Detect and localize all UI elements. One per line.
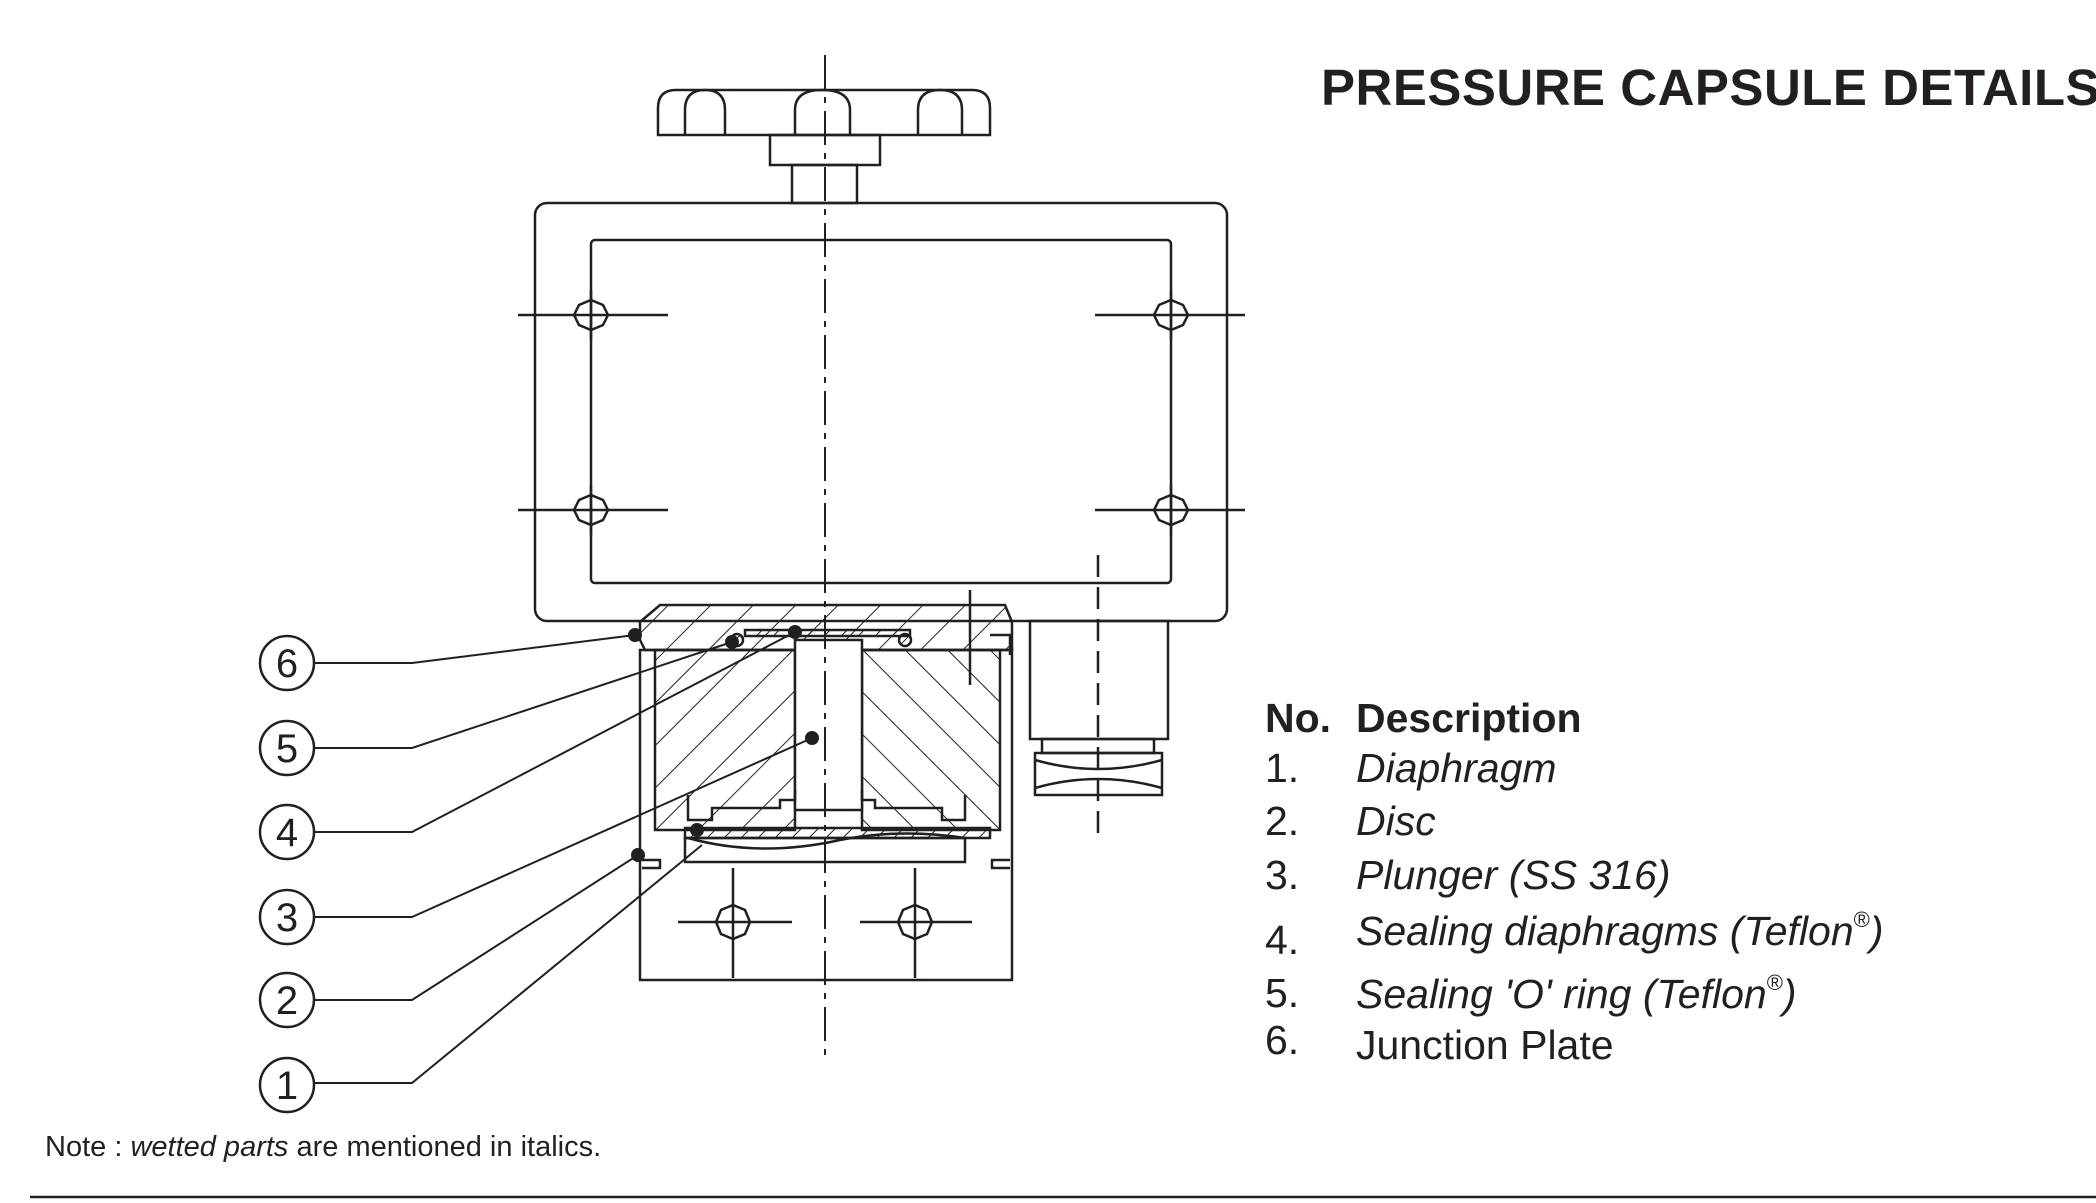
- part-description-close: ): [1782, 971, 1797, 1017]
- note-italic: wetted parts: [130, 1131, 289, 1163]
- callout-4: 4: [258, 803, 316, 861]
- note-suffix: are mentioned in italics.: [288, 1131, 602, 1163]
- knob: [656, 88, 992, 205]
- svg-text:6: 6: [276, 642, 298, 686]
- capsule-body: [638, 628, 1014, 982]
- svg-text:5: 5: [276, 727, 298, 771]
- part-description: Junction Plate: [1356, 1022, 1614, 1068]
- registered-mark: ®: [1853, 907, 1870, 932]
- registered-mark: ®: [1766, 970, 1783, 995]
- header-description: Description: [1356, 695, 1582, 741]
- svg-text:2: 2: [276, 979, 298, 1023]
- callout-1: 1: [258, 1056, 316, 1114]
- housing-screw: [518, 290, 668, 340]
- housing-screw: [518, 485, 668, 535]
- leader-dots: [628, 625, 819, 862]
- housing: [518, 201, 1245, 623]
- part-description-close: ): [1869, 908, 1884, 954]
- svg-text:3: 3: [276, 896, 298, 940]
- part-description: Sealing diaphragms (Teflon: [1356, 908, 1854, 954]
- part-description: Sealing 'O' ring (Teflon: [1356, 971, 1767, 1017]
- header-no: No.: [1265, 695, 1332, 741]
- cable-gland: [1028, 555, 1170, 840]
- part-no: 1.: [1265, 745, 1300, 791]
- part-description: Plunger (SS 316): [1356, 852, 1671, 898]
- part-description-wrap: Sealing 'O' ring (Teflon®): [1356, 970, 1797, 1018]
- page-title: PRESSURE CAPSULE DETAILS: [1321, 59, 2096, 116]
- svg-text:1: 1: [276, 1064, 298, 1108]
- capsule-screw: [678, 868, 792, 978]
- leader-lines: [312, 631, 813, 1084]
- callout-2: 2: [258, 971, 316, 1029]
- part-description: Diaphragm: [1356, 745, 1557, 791]
- housing-screw: [1095, 485, 1245, 535]
- part-no: 3.: [1265, 852, 1300, 898]
- callout-5: 5: [258, 719, 316, 777]
- note-prefix: Note :: [45, 1131, 131, 1163]
- callout-3: 3: [258, 888, 316, 946]
- svg-text:4: 4: [276, 811, 298, 855]
- callout-6: 6: [258, 634, 316, 692]
- part-no: 2.: [1265, 798, 1300, 844]
- part-no: 6.: [1265, 1017, 1300, 1063]
- part-no: 5.: [1265, 970, 1300, 1016]
- callout-bubbles: 6 5 4 3 2 1: [258, 634, 316, 1114]
- part-description: Disc: [1356, 798, 1436, 844]
- wetted-parts-note: Note : wetted parts are mentioned in ita…: [45, 1131, 601, 1164]
- part-no: 4.: [1265, 917, 1300, 963]
- housing-screw: [1095, 290, 1245, 340]
- capsule-screw: [860, 868, 972, 978]
- part-description-wrap: Sealing diaphragms (Teflon®): [1356, 907, 1884, 955]
